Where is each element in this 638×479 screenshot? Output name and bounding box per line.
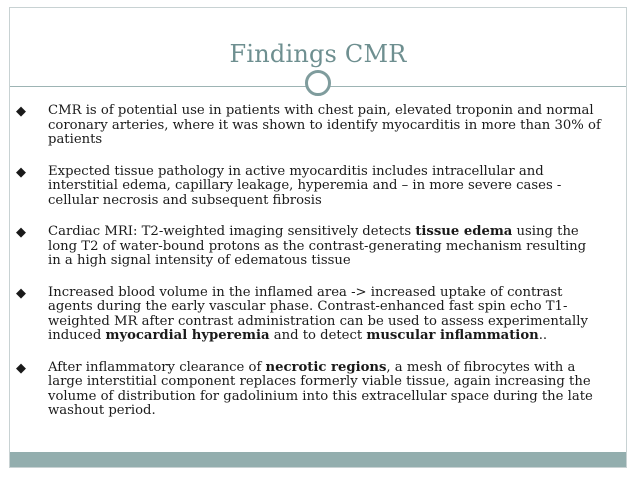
bullet-text: After inflammatory clearance of bbox=[48, 359, 266, 375]
bullet-item: ◆ Cardiac MRI: T2-weighted imaging sensit… bbox=[12, 224, 602, 269]
bullet-item: ◆ Increased blood volume in the inflamed … bbox=[12, 284, 602, 344]
diamond-bullet-icon: ◆ bbox=[16, 225, 26, 240]
bottom-accent-bar bbox=[10, 452, 626, 467]
bullet-item: ◆ CMR is of potential use in patients wit… bbox=[12, 103, 602, 148]
bullet-text: using the long T2 of water-bound protons… bbox=[48, 224, 587, 268]
diamond-bullet-icon: ◆ bbox=[16, 360, 26, 376]
bullet-text: and to detect bbox=[269, 328, 367, 343]
bullet-emphasis: tissue edema bbox=[415, 224, 513, 239]
bullet-text: , a mesh of fibrocytes with a large inte… bbox=[48, 359, 593, 418]
bullet-text: Cardiac MRI: T2-weighted imaging sensiti… bbox=[48, 224, 416, 239]
bullet-item: ◆ Expected tissue pathology in active myo… bbox=[12, 163, 602, 209]
diamond-bullet-icon: ◆ bbox=[16, 164, 26, 180]
slide-frame bbox=[9, 7, 627, 468]
bullet-text: .. bbox=[538, 328, 548, 343]
bullet-text: Expected tissue pathology in active myoc… bbox=[48, 163, 562, 208]
bullet-text: CMR is of potential use in patients with… bbox=[48, 103, 601, 147]
bullet-list: ◆ CMR is of potential use in patients wit… bbox=[12, 103, 602, 436]
diamond-bullet-icon: ◆ bbox=[16, 285, 26, 301]
bullet-item: ◆ After inflammatory clearance of necroti… bbox=[12, 359, 602, 419]
bullet-emphasis: necrotic regions bbox=[265, 359, 387, 375]
circle-ornament-icon bbox=[305, 70, 331, 96]
bullet-emphasis: muscular inflammation bbox=[366, 328, 539, 343]
slide-title: Findings CMR bbox=[229, 40, 407, 68]
bullet-text: Increased blood volume in the inflamed a… bbox=[48, 284, 588, 343]
diamond-bullet-icon: ◆ bbox=[16, 104, 26, 119]
bullet-emphasis: myocardial hyperemia bbox=[105, 328, 270, 343]
